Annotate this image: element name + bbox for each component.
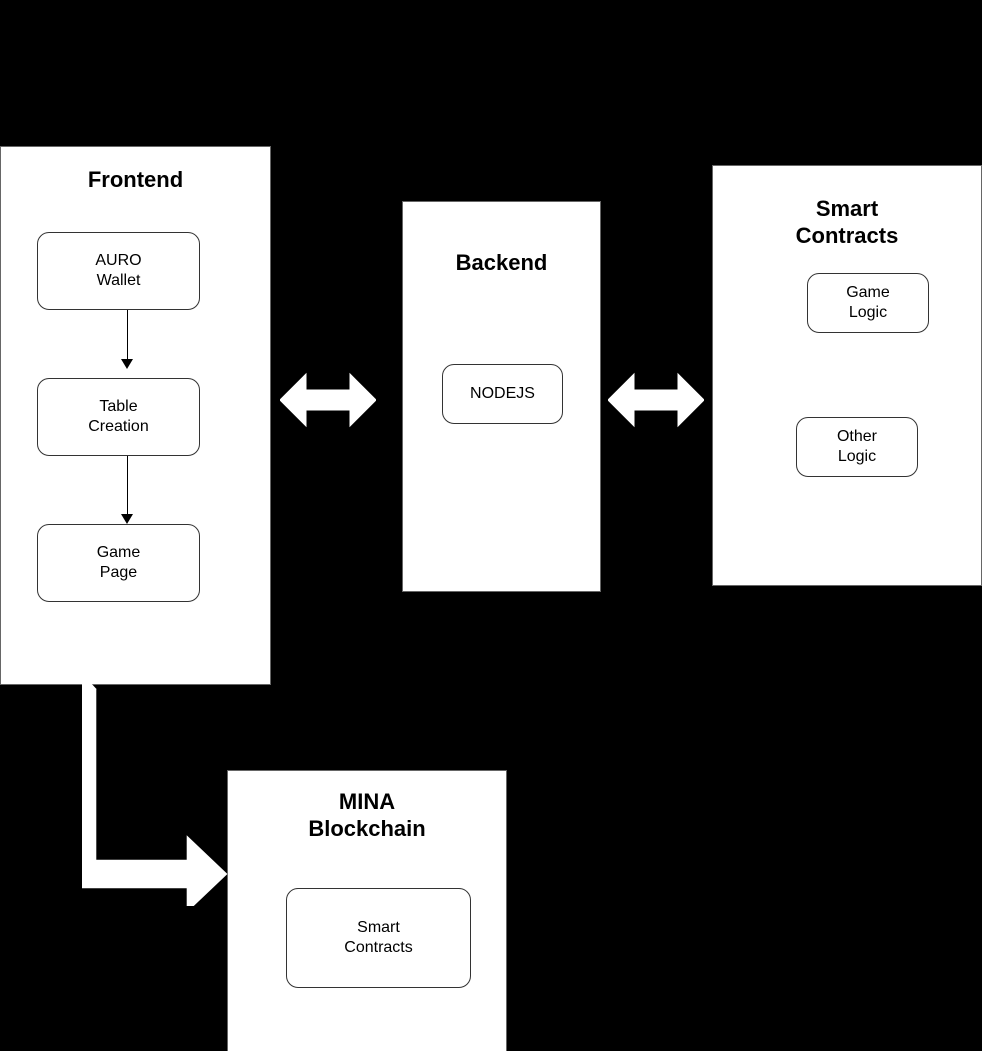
connector-frontend-mina[interactable] <box>82 671 232 906</box>
node-other-logic[interactable]: Other Logic <box>796 417 918 477</box>
node-nodejs-label: NODEJS <box>470 384 535 402</box>
panel-mina-blockchain-title: MINA Blockchain <box>308 789 426 841</box>
node-game-page[interactable]: Game Page <box>37 524 200 602</box>
node-game-logic-label: Game Logic <box>846 283 890 321</box>
panel-frontend-title: Frontend <box>87 167 184 192</box>
connector-table-to-game <box>127 456 128 520</box>
node-table-creation[interactable]: Table Creation <box>37 378 200 456</box>
panel-backend-title: Backend <box>455 250 548 275</box>
panel-mina-blockchain[interactable]: MINA Blockchain Smart Contracts <box>227 770 507 1051</box>
connector-backend-contracts[interactable] <box>608 371 704 429</box>
connector-frontend-backend[interactable] <box>280 371 376 429</box>
connector-auro-to-table-arrowhead <box>121 359 133 369</box>
node-other-logic-label: Other Logic <box>836 427 877 465</box>
connector-auro-to-table <box>127 310 128 365</box>
node-auro-wallet[interactable]: AURO Wallet <box>37 232 200 310</box>
node-mina-smart-contracts[interactable]: Smart Contracts <box>286 888 471 988</box>
panel-smart-contracts[interactable]: Smart Contracts Game Logic Other Logic <box>712 165 982 586</box>
node-table-creation-label: Table Creation <box>88 397 149 435</box>
node-auro-wallet-label: AURO Wallet <box>95 251 142 289</box>
node-game-logic[interactable]: Game Logic <box>807 273 929 333</box>
node-mina-smart-contracts-label: Smart Contracts <box>344 918 413 956</box>
panel-backend[interactable]: Backend NODEJS <box>402 201 601 592</box>
node-nodejs[interactable]: NODEJS <box>442 364 563 424</box>
panel-smart-contracts-title: Smart Contracts <box>795 196 899 248</box>
node-game-page-label: Game Page <box>96 543 141 581</box>
panel-frontend[interactable]: Frontend AURO Wallet Table Creation Game… <box>0 146 271 685</box>
connector-table-to-game-arrowhead <box>121 514 133 524</box>
